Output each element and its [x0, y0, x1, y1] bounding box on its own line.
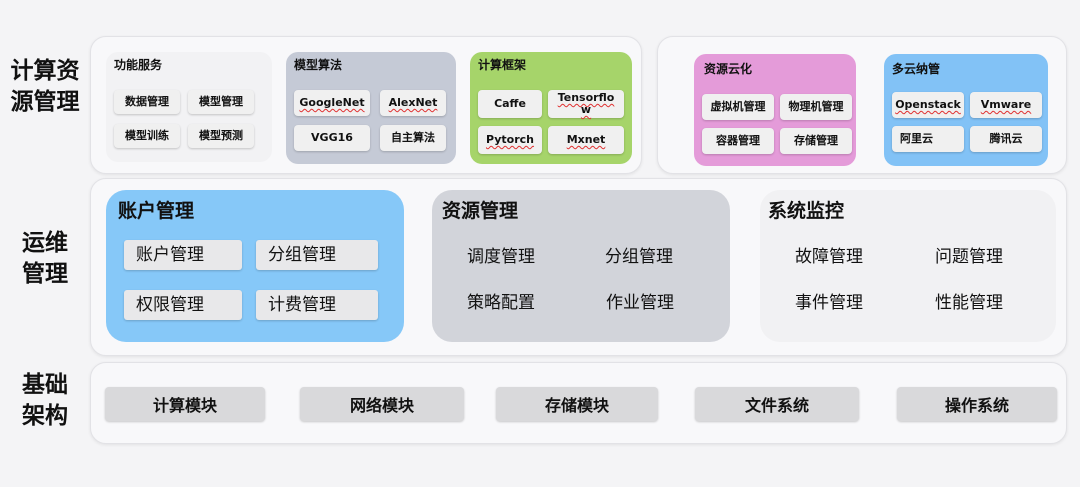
algo-item-3[interactable]: VGG16 — [294, 125, 370, 151]
group-multicloud-title: 多云纳管 — [892, 62, 941, 76]
resource-item-4[interactable]: 作业管理 — [606, 293, 674, 313]
monitor-item-2[interactable]: 问题管理 — [935, 247, 1003, 267]
group-cloud-title: 资源云化 — [704, 62, 753, 76]
multicloud-item-1[interactable]: Openstack — [892, 92, 964, 118]
infra-item-4[interactable]: 文件系统 — [695, 387, 859, 421]
algo-item-1[interactable]: GoogleNet — [294, 90, 370, 116]
group-func-title: 功能服务 — [114, 58, 163, 72]
multicloud-item-4[interactable]: 腾讯云 — [970, 126, 1042, 152]
account-item-1[interactable]: 账户管理 — [124, 240, 242, 270]
framework-item-4-label: Mxnet — [566, 133, 606, 146]
account-item-4[interactable]: 计费管理 — [256, 290, 378, 320]
group-account-title: 账户管理 — [118, 200, 195, 222]
side-label-infra: 基础 架构 — [22, 372, 68, 429]
group-cloud: 资源云化 虚拟机管理 物理机管理 容器管理 存储管理 — [694, 54, 856, 166]
resource-item-1[interactable]: 调度管理 — [467, 247, 535, 267]
group-resource-title: 资源管理 — [442, 200, 519, 222]
group-framework-title: 计算框架 — [478, 58, 527, 72]
group-func: 功能服务 数据管理 模型管理 模型训练 模型预测 — [106, 52, 272, 162]
resource-item-2[interactable]: 分组管理 — [605, 247, 673, 267]
monitor-item-4[interactable]: 性能管理 — [935, 293, 1003, 313]
framework-item-2[interactable]: Tensorflow — [548, 90, 624, 118]
side-label-compute: 计算资 源管理 — [10, 58, 80, 115]
cloud-item-4[interactable]: 存储管理 — [780, 128, 852, 154]
multicloud-item-2-label: Vmware — [980, 98, 1032, 111]
framework-item-1[interactable]: Caffe — [478, 90, 542, 118]
cloud-item-1[interactable]: 虚拟机管理 — [702, 94, 774, 120]
infra-item-5[interactable]: 操作系统 — [897, 387, 1057, 421]
multicloud-item-1-label: Openstack — [895, 98, 961, 111]
algo-item-2-label: AlexNet — [388, 96, 438, 109]
group-framework: 计算框架 Caffe Tensorflow Pytorch Mxnet — [470, 52, 632, 164]
infra-item-3[interactable]: 存储模块 — [496, 387, 658, 421]
group-monitor-title: 系统监控 — [768, 200, 845, 222]
func-item-3[interactable]: 模型训练 — [114, 124, 180, 148]
algo-item-1-label: GoogleNet — [299, 96, 365, 109]
multicloud-item-3[interactable]: 阿里云 — [892, 126, 964, 152]
cloud-item-3[interactable]: 容器管理 — [702, 128, 774, 154]
account-item-3[interactable]: 权限管理 — [124, 290, 242, 320]
infra-item-1[interactable]: 计算模块 — [105, 387, 265, 421]
infra-item-2[interactable]: 网络模块 — [300, 387, 464, 421]
group-resource: 资源管理 调度管理 分组管理 策略配置 作业管理 — [432, 190, 730, 342]
func-item-1[interactable]: 数据管理 — [114, 90, 180, 114]
cloud-item-2[interactable]: 物理机管理 — [780, 94, 852, 120]
group-monitor: 系统监控 故障管理 问题管理 事件管理 性能管理 — [760, 190, 1056, 342]
group-algo-title: 模型算法 — [294, 58, 343, 72]
group-account: 账户管理 账户管理 分组管理 权限管理 计费管理 — [106, 190, 404, 342]
algo-item-2[interactable]: AlexNet — [380, 90, 446, 116]
func-item-2[interactable]: 模型管理 — [188, 90, 254, 114]
framework-item-2-label: Tensorflow — [557, 91, 615, 116]
multicloud-item-2[interactable]: Vmware — [970, 92, 1042, 118]
framework-item-3-label: Pytorch — [485, 133, 535, 146]
monitor-item-1[interactable]: 故障管理 — [795, 247, 863, 267]
framework-item-3[interactable]: Pytorch — [478, 126, 542, 154]
func-item-4[interactable]: 模型预测 — [188, 124, 254, 148]
account-item-2[interactable]: 分组管理 — [256, 240, 378, 270]
group-multicloud: 多云纳管 Openstack Vmware 阿里云 腾讯云 — [884, 54, 1048, 166]
framework-item-4[interactable]: Mxnet — [548, 126, 624, 154]
resource-item-3[interactable]: 策略配置 — [467, 293, 535, 313]
group-algo: 模型算法 GoogleNet AlexNet VGG16 自主算法 — [286, 52, 456, 164]
algo-item-4[interactable]: 自主算法 — [380, 125, 446, 151]
side-label-ops: 运维 管理 — [22, 230, 68, 287]
monitor-item-3[interactable]: 事件管理 — [795, 293, 863, 313]
